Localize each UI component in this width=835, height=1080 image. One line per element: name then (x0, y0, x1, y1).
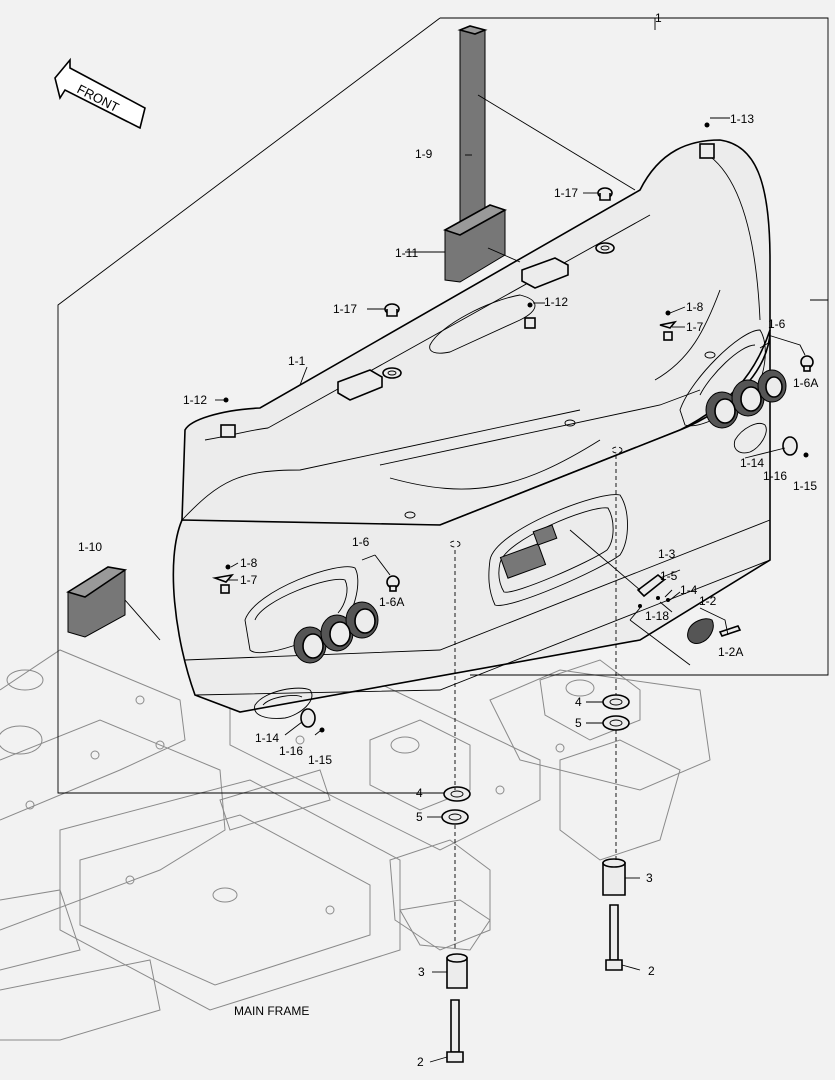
top-blocks (337, 257, 569, 401)
label-1-6-right: 1-6 (768, 317, 786, 331)
label-assembly-1: 1 (655, 11, 662, 25)
label-1-13: 1-13 (730, 112, 754, 126)
label-1-1: 1-1 (288, 354, 306, 368)
label-1-2: 1-2 (699, 594, 717, 608)
label-1-8-left: 1-8 (240, 556, 258, 570)
label-1-4: 1-4 (680, 583, 698, 597)
label-1-17-top: 1-17 (554, 186, 578, 200)
bolt-2-right (605, 904, 623, 971)
spacer-3-right (602, 858, 626, 896)
spacer-3-left (446, 953, 468, 989)
main-frame-drawing (0, 649, 711, 1041)
license-lamp-1-2 (687, 618, 742, 644)
bolt-2-left (446, 999, 464, 1063)
label-1-8-right: 1-8 (686, 300, 704, 314)
license-plate-bracket-1-3 (629, 573, 691, 666)
bulb-1-6a-left (386, 575, 400, 592)
washers-left (441, 786, 471, 825)
reflector-1-14-right (782, 436, 798, 456)
label-1-5: 1-5 (660, 569, 678, 583)
label-3-left: 3 (418, 965, 425, 979)
front-arrow: FRONT (54, 57, 146, 130)
label-1-12-left: 1-12 (183, 393, 207, 407)
part-1-10-block (66, 566, 128, 638)
label-2-left: 2 (417, 1055, 424, 1069)
label-2-right: 2 (648, 964, 655, 978)
label-4-left: 4 (416, 786, 423, 800)
cap-1-17-top (595, 187, 615, 254)
bulb-1-6a-right (800, 355, 814, 372)
label-1-14-left: 1-14 (255, 731, 279, 745)
label-1-16-right: 1-16 (763, 469, 787, 483)
label-1-17-mid: 1-17 (333, 302, 357, 316)
left-lamp-assembly (293, 601, 379, 664)
label-1-15-left: 1-15 (308, 753, 332, 767)
label-1-11: 1-11 (395, 246, 418, 260)
part-1-9-lifting-bar (457, 25, 488, 235)
label-1-7-left: 1-7 (240, 573, 258, 587)
label-1-6a-left: 1-6A (379, 595, 404, 609)
label-5-right: 5 (575, 716, 582, 730)
label-1-12-right: 1-12 (544, 295, 568, 309)
part-labels: 1 1-9 1-11 1-17 1-17 1-12 1-1 1-12 1-13 … (78, 11, 818, 1069)
part-1-11-lifting-plate (443, 204, 507, 283)
label-1-14-right: 1-14 (740, 456, 764, 470)
label-1-2a: 1-2A (718, 645, 743, 659)
label-1-9: 1-9 (415, 147, 433, 161)
label-5-left: 5 (416, 810, 423, 824)
right-lamp-assembly (705, 369, 787, 429)
leader-lines (124, 18, 806, 1063)
assembly-boundary (57, 17, 829, 794)
label-4-right: 4 (575, 695, 582, 709)
label-1-3: 1-3 (658, 547, 676, 561)
label-1-6-left: 1-6 (352, 535, 370, 549)
label-3-right: 3 (646, 871, 653, 885)
label-1-7-right: 1-7 (686, 320, 704, 334)
label-1-18: 1-18 (645, 609, 669, 623)
label-1-16-left: 1-16 (279, 744, 303, 758)
label-1-15-right: 1-15 (793, 479, 817, 493)
label-main-frame: MAIN FRAME (234, 1004, 309, 1018)
washers-right (602, 694, 630, 731)
label-1-6a-right: 1-6A (793, 376, 818, 390)
counterweight-body (172, 139, 771, 719)
reflector-1-14-left (300, 708, 316, 728)
label-1-10: 1-10 (78, 540, 102, 554)
hardware-small-parts (211, 122, 809, 733)
cap-1-17-mid (382, 303, 402, 379)
